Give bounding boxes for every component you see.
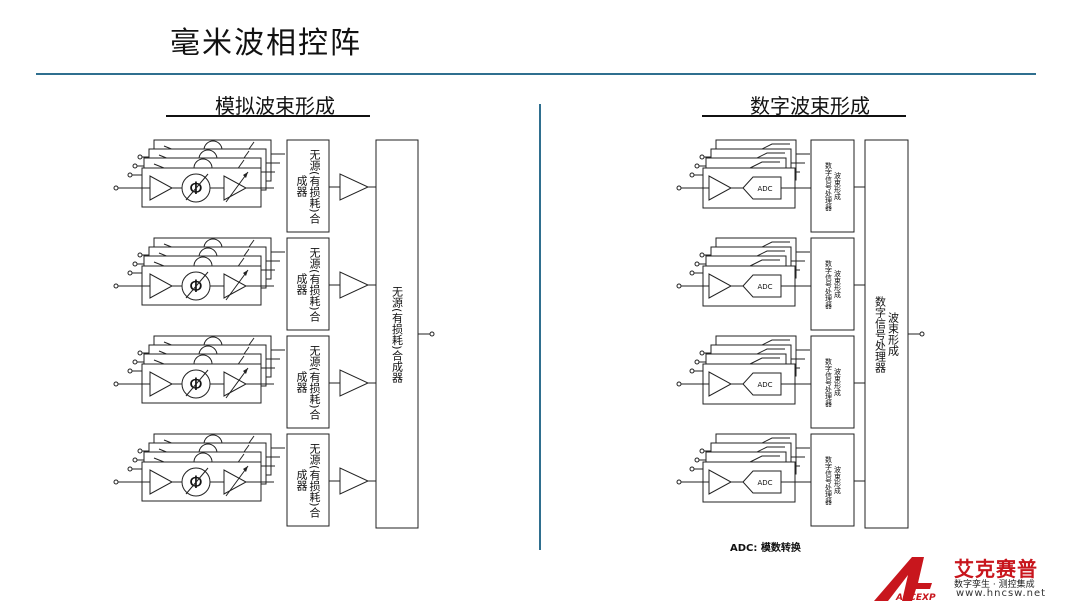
vga-arrow bbox=[225, 465, 249, 497]
sub-combiner-label: 无源(有损耗)合成器 bbox=[295, 344, 321, 420]
output-node bbox=[919, 331, 925, 337]
sub-combiner-box bbox=[286, 433, 330, 527]
logo-mark-text: ACCEXP bbox=[895, 593, 936, 603]
lna-triangle bbox=[149, 175, 174, 201]
input-node bbox=[689, 368, 695, 374]
input-node bbox=[676, 185, 682, 191]
logo-brand-name: 艾克赛普 bbox=[954, 557, 1038, 581]
digital-beamforming-diagram: ADC ADC ADC ADC bbox=[676, 139, 925, 529]
lna-triangle bbox=[149, 469, 174, 495]
page-title: 毫米波相控阵 bbox=[170, 26, 362, 61]
input-node bbox=[694, 261, 700, 267]
sub-combiner-label: 无源(有损耗)合成器 bbox=[295, 442, 321, 518]
buffer-amplifier bbox=[339, 369, 370, 397]
main-dsp-box bbox=[864, 139, 909, 529]
buffer-amplifier bbox=[339, 467, 370, 495]
vga-arrowhead bbox=[243, 466, 248, 472]
sub-dsp-box bbox=[810, 335, 855, 429]
adc-label: ADC bbox=[757, 479, 772, 487]
input-node bbox=[689, 466, 695, 472]
input-node bbox=[694, 359, 700, 365]
vga-arrowhead bbox=[243, 172, 248, 178]
sub-dsp-label: 波束形成 数字信号处理器 bbox=[824, 455, 842, 505]
input-node bbox=[689, 270, 695, 276]
lna-triangle bbox=[149, 273, 174, 299]
adc-outline-hint bbox=[745, 161, 780, 171]
main-combiner-label: 无源(有损耗)合成器 bbox=[390, 285, 404, 383]
lna-triangle bbox=[708, 371, 733, 397]
phase-arrow bbox=[185, 271, 209, 299]
sub-dsp-box bbox=[810, 139, 855, 233]
brand-logo: ACCEXP 艾克赛普 数字孪生 · 测控集成 www.hncsw.net bbox=[872, 553, 1072, 603]
vga-arrow bbox=[225, 367, 249, 399]
lna-triangle bbox=[149, 371, 174, 397]
input-node bbox=[699, 350, 705, 356]
adc-outline-hint bbox=[745, 259, 780, 269]
sub-combiner-box bbox=[286, 139, 330, 233]
vga-triangle bbox=[223, 469, 248, 495]
sub-dsp-label: 波束形成 数字信号处理器 bbox=[824, 259, 842, 309]
sub-dsp-label: 波束形成 数字信号处理器 bbox=[824, 161, 842, 211]
vga-triangle bbox=[223, 371, 248, 397]
input-node bbox=[676, 283, 682, 289]
input-node bbox=[699, 154, 705, 160]
vga-triangle bbox=[223, 273, 248, 299]
logo-url: www.hncsw.net bbox=[956, 588, 1047, 599]
digital-heading-underline bbox=[702, 115, 906, 117]
vga-triangle bbox=[223, 175, 248, 201]
sub-combiner-label: 无源(有损耗)合成器 bbox=[295, 148, 321, 224]
vga-arrowhead bbox=[243, 270, 248, 276]
lna-triangle bbox=[708, 175, 733, 201]
adc-label: ADC bbox=[757, 185, 772, 193]
adc-footnote: ADC: 模数转换 bbox=[730, 543, 801, 554]
input-node bbox=[676, 381, 682, 387]
sub-dsp-box bbox=[810, 237, 855, 331]
lna-triangle bbox=[708, 469, 733, 495]
sub-combiner-label: 无源(有损耗)合成器 bbox=[295, 246, 321, 322]
phase-arrow bbox=[185, 467, 209, 495]
main-dsp-label: 波束形成 数字信号处理器 bbox=[873, 295, 900, 373]
vga-arrow bbox=[225, 269, 249, 301]
section-divider bbox=[539, 104, 541, 550]
sub-dsp-box bbox=[810, 433, 855, 527]
input-node bbox=[676, 479, 682, 485]
logo-mark-icon: ACCEXP bbox=[874, 557, 936, 603]
buffer-amplifier bbox=[339, 271, 370, 299]
phase-arrow bbox=[185, 369, 209, 397]
input-node bbox=[699, 252, 705, 258]
phase-arrow bbox=[185, 173, 209, 201]
adc-outline-hint bbox=[745, 357, 780, 367]
lna-triangle bbox=[708, 273, 733, 299]
adc-label: ADC bbox=[757, 381, 772, 389]
input-node bbox=[699, 448, 705, 454]
buffer-amplifier bbox=[339, 173, 370, 201]
vga-arrow bbox=[225, 171, 249, 203]
input-node bbox=[689, 172, 695, 178]
logo-tagline: 数字孪生 · 测控集成 bbox=[954, 580, 1035, 590]
input-node bbox=[694, 457, 700, 463]
vga-arrowhead bbox=[243, 368, 248, 374]
input-node bbox=[694, 163, 700, 169]
output-node bbox=[429, 331, 435, 337]
sub-combiner-box bbox=[286, 335, 330, 429]
title-rule bbox=[36, 73, 1036, 75]
analog-heading-underline bbox=[166, 115, 370, 117]
sub-dsp-label: 波束形成 数字信号处理器 bbox=[824, 357, 842, 407]
digital-heading: 数字波束形成 bbox=[750, 94, 870, 118]
analog-heading: 模拟波束形成 bbox=[215, 94, 335, 118]
sub-combiner-box bbox=[286, 237, 330, 331]
adc-outline-hint bbox=[745, 455, 780, 465]
adc-label: ADC bbox=[757, 283, 772, 291]
